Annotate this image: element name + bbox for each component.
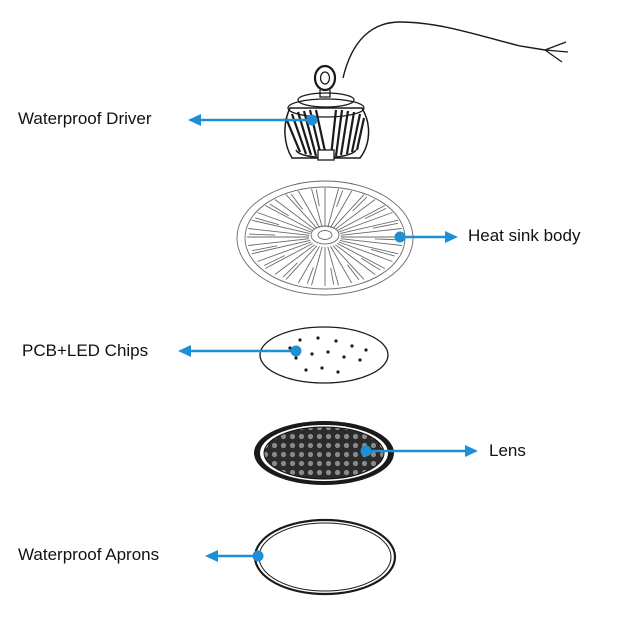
label-pcb-led-chips: PCB+LED Chips	[22, 341, 149, 360]
callout-pcb	[178, 345, 302, 357]
pcb-led-chips	[259, 326, 389, 384]
heat-sink-body	[236, 180, 414, 296]
label-waterproof-aprons: Waterproof Aprons	[18, 545, 160, 564]
lens	[254, 421, 394, 485]
label-lens: Lens	[489, 441, 526, 460]
waterproof-apron	[253, 518, 397, 596]
callout-driver	[188, 114, 318, 126]
waterproof-driver	[284, 21, 569, 161]
label-waterproof-driver: Waterproof Driver	[18, 109, 152, 128]
callout-heatsink	[394, 231, 458, 243]
label-heat-sink-body: Heat sink body	[468, 226, 581, 245]
callout-lens	[360, 445, 478, 457]
callout-apron	[205, 550, 264, 562]
